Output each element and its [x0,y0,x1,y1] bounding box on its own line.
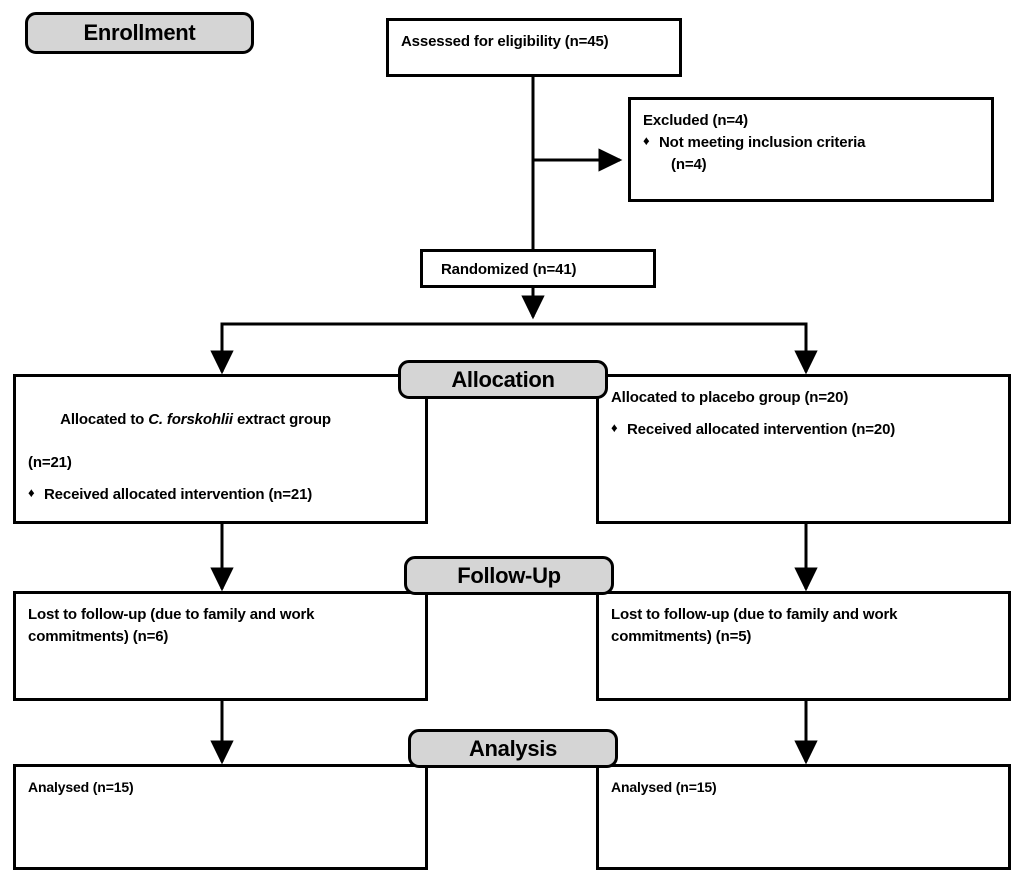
allocation-right-bullet-text: Received allocated intervention (n=20) [627,420,896,438]
followup-right-text: Lost to follow-up (due to family and wor… [611,606,898,645]
excluded-heading: Excluded (n=4) [643,112,749,129]
bullet-diamond-icon: ♦ [611,419,618,435]
allocation-right-bullet-item: ♦ Received allocated intervention (n=20) [611,419,996,441]
stage-badge-enrollment: Enrollment [25,12,254,54]
allocation-left-prefix: Allocated to [60,410,149,428]
box-followup-right: Lost to follow-up (due to family and wor… [596,591,1011,701]
box-followup-left: Lost to follow-up (due to family and wor… [13,591,428,701]
excluded-reason-text: Not meeting inclusion criteria [659,133,866,151]
allocation-left-line2: (n=21) [28,454,72,472]
excluded-reason-item: ♦ Not meeting inclusion criteria [643,132,979,154]
allocation-left-bullet-item: ♦ Received allocated intervention (n=21) [28,484,413,506]
analysis-left-text: Analysed (n=15) [28,779,134,795]
box-allocation-right: Allocated to placebo group (n=20) ♦ Rece… [596,374,1011,524]
followup-left-text: Lost to follow-up (due to family and wor… [28,606,315,645]
stage-label-enrollment: Enrollment [83,20,196,45]
stage-label-analysis: Analysis [468,735,558,761]
box-allocation-left: Allocated to C. forskohlii extract group… [13,374,428,524]
analysis-right-text: Analysed (n=15) [611,779,717,795]
box-randomized: Randomized (n=41) [420,249,656,288]
allocation-left-bullet-text: Received allocated intervention (n=21) [44,486,313,503]
bullet-diamond-icon: ♦ [28,485,35,500]
allocation-left-suffix: extract group [232,410,331,428]
bullet-diamond-icon: ♦ [643,132,650,148]
box-excluded: Excluded (n=4) ♦ Not meeting inclusion c… [628,97,994,202]
assessed-text: Assessed for eligibility (n=45) [401,33,609,50]
stage-badge-analysis: Analysis [408,729,618,768]
stage-badge-followup: Follow-Up [404,556,614,595]
excluded-reason-continuation: (n=4) [671,155,707,173]
box-assessed-for-eligibility: Assessed for eligibility (n=45) [386,18,682,77]
stage-label-allocation: Allocation [451,366,555,392]
stage-label-followup: Follow-Up [457,562,561,588]
allocation-left-line1: Allocated to C. forskohlii extract group [28,387,413,452]
box-analysis-right: Analysed (n=15) [596,764,1011,870]
box-analysis-left: Analysed (n=15) [13,764,428,870]
allocation-right-line1: Allocated to placebo group (n=20) [611,389,849,406]
randomized-text: Randomized (n=41) [441,261,577,278]
allocation-left-species: C. forskohlii [148,410,233,428]
stage-badge-allocation: Allocation [398,360,608,399]
